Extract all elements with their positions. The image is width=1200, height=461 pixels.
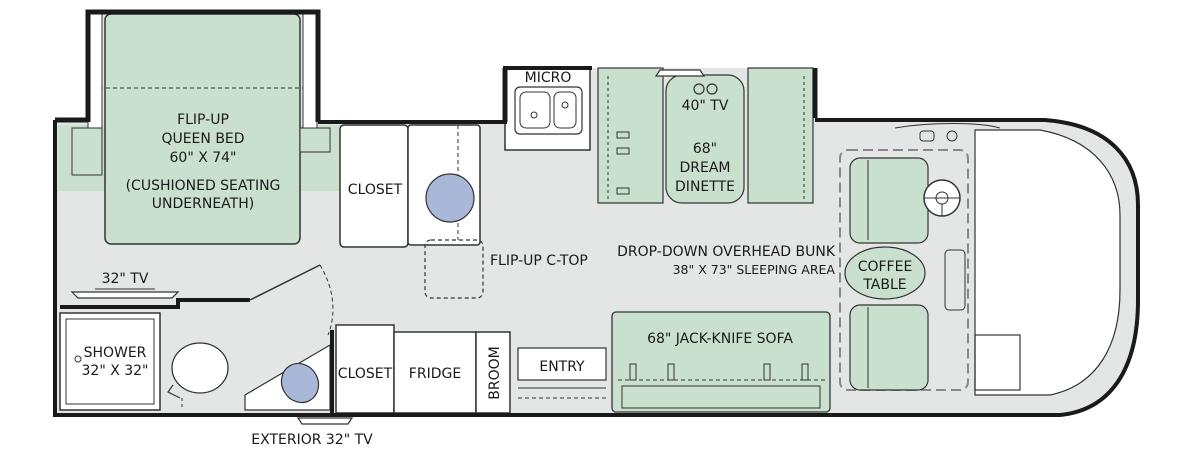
shower-label-2: 32" X 32" (82, 363, 149, 379)
tv40-label: 40" TV (682, 98, 729, 114)
entry-label: ENTRY (539, 359, 585, 375)
cab-area (839, 123, 1121, 396)
tv32-icon (70, 288, 180, 299)
fridge-label: FRIDGE (409, 366, 461, 382)
jack-knife-sofa[interactable] (611, 311, 831, 413)
flip-ctop-label: FLIP-UP C-TOP (490, 253, 588, 269)
closet-bottom-label: CLOSET (338, 366, 393, 382)
bed-label-5: UNDERNEATH) (152, 196, 254, 212)
kitchen-counter (504, 67, 591, 151)
coffee-table-label-1: COFFEE (858, 259, 913, 275)
bed-label-4: (CUSHIONED SEATING (126, 178, 281, 194)
bunk-size-label: 38" X 73" SLEEPING AREA (673, 262, 836, 277)
queen-bed[interactable] (58, 13, 340, 245)
coffee-table-label-2: TABLE (862, 277, 906, 293)
bed-label-1: FLIP-UP (177, 112, 229, 128)
bathroom-vanity (407, 124, 484, 299)
dream-dinette[interactable] (597, 67, 814, 204)
bed-label-2: QUEEN BED (161, 131, 244, 147)
toilet (167, 342, 229, 410)
bed-label-3: 60" X 74" (170, 150, 237, 166)
exterior-walls (53, 9, 1140, 417)
broom-closet[interactable] (475, 331, 511, 414)
dinette-label-3: DINETTE (675, 179, 735, 195)
fridge[interactable] (393, 331, 477, 414)
sofa-label: 68" JACK-KNIFE SOFA (647, 331, 793, 347)
closet-bottom[interactable] (335, 324, 395, 414)
tv32-label: 32" TV (102, 271, 149, 287)
dinette-label-1: 68" (693, 141, 717, 157)
exterior-tv-label: EXTERIOR 32" TV (251, 432, 373, 448)
shower[interactable] (59, 312, 161, 411)
dinette-label-2: DREAM (679, 160, 730, 176)
exterior-tv-icon (296, 417, 354, 425)
entry-step[interactable] (517, 347, 607, 399)
shower-label-1: SHOWER (84, 345, 147, 361)
tv40-icon (654, 69, 718, 95)
closet-top-label: CLOSET (348, 182, 403, 198)
micro-label: MICRO (525, 70, 572, 86)
bath-door[interactable] (249, 264, 334, 336)
bunk-label: DROP-DOWN OVERHEAD BUNK (617, 244, 836, 260)
broom-label: BROOM (487, 346, 503, 399)
